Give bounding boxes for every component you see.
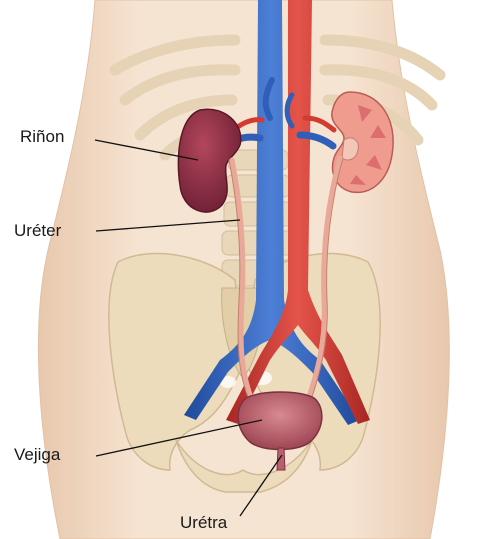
- bladder: [238, 392, 322, 450]
- urethra: [277, 448, 285, 470]
- label-urethra: Urétra: [180, 513, 227, 533]
- label-ureter: Uréter: [14, 221, 61, 241]
- label-bladder: Vejiga: [14, 445, 60, 465]
- label-kidney: Riñon: [20, 127, 64, 147]
